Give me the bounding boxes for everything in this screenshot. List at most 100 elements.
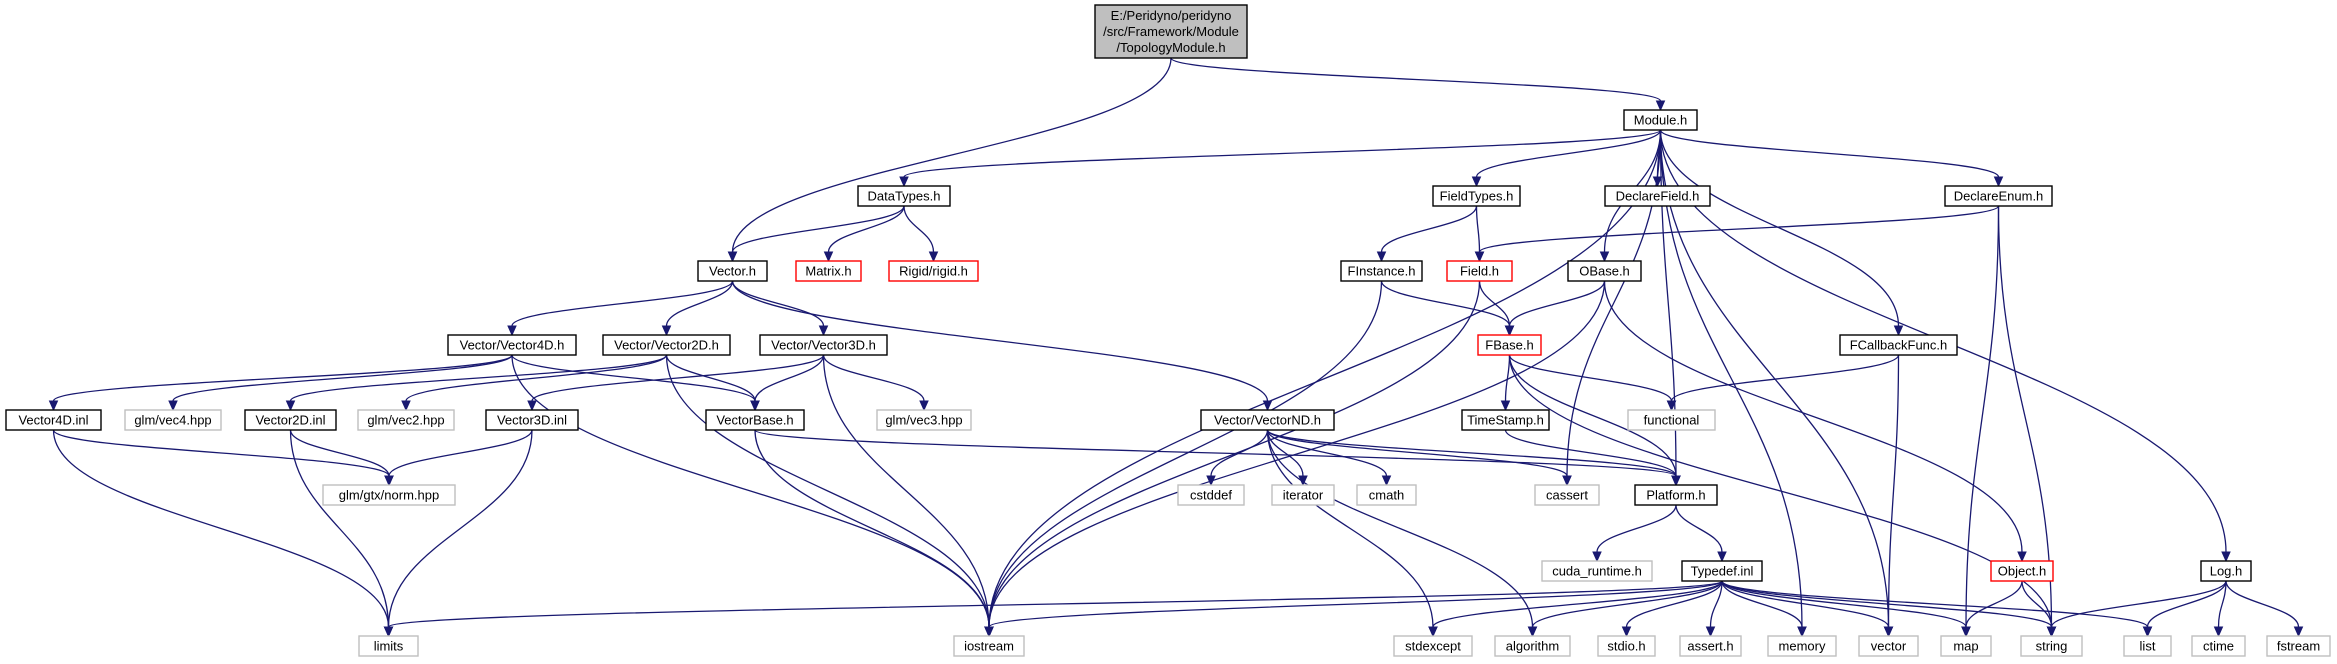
edge-line (731, 280, 825, 327)
node-box (1271, 484, 1335, 506)
node-box (2020, 635, 2083, 657)
node-vector[interactable]: Vector.h (697, 260, 768, 282)
node-box (2191, 635, 2246, 657)
edge-line (1478, 280, 1511, 327)
edge-line (52, 429, 390, 628)
node-vectornd[interactable]: Vector/VectorND.h (1200, 409, 1335, 431)
node-fcallback[interactable]: FCallbackFunc.h (1839, 334, 1958, 356)
edge-fbase-to-timestamp (1500, 354, 1511, 412)
node-label: Field.h (1460, 264, 1499, 279)
edge-line (531, 354, 825, 402)
edge-line (1508, 354, 1677, 477)
edge-typedef-to-iostream (984, 580, 1723, 638)
node-cmath: cmath (1356, 484, 1417, 506)
edge-arrowhead (527, 400, 537, 412)
edge-vector2dinl-to-glmnorm (289, 429, 394, 487)
node-vectorbase[interactable]: VectorBase.h (705, 409, 805, 431)
edge-line (822, 354, 925, 402)
edge-vector2d-to-glmvec2 (401, 354, 668, 412)
node-root[interactable]: E:/Peridyno/peridyno/src/Framework/Modul… (1094, 4, 1248, 59)
node-box (697, 260, 768, 282)
edge-arrowhead (1705, 626, 1716, 638)
edge-line (665, 354, 990, 628)
node-box (876, 409, 972, 431)
edge-vector3d-to-glmvec3 (822, 354, 929, 412)
node-vector2d[interactable]: Vector/Vector2D.h (602, 334, 731, 356)
node-label: assert.h (1687, 639, 1733, 654)
edge-line (2146, 580, 2227, 628)
node-box (1340, 260, 1423, 282)
edge-line (2217, 580, 2227, 628)
edge-line (1965, 580, 2023, 628)
node-label: Object.h (1998, 564, 2046, 579)
node-label: FBase.h (1485, 338, 1533, 353)
edge-line (2021, 580, 2053, 628)
edge-typedef-to-limits (383, 580, 1723, 638)
edge-arrowhead (899, 176, 909, 188)
node-vector2dinl[interactable]: Vector2D.inl (244, 409, 337, 431)
node-label: cuda_runtime.h (1552, 564, 1642, 579)
node-declarefield[interactable]: DeclareField.h (1604, 185, 1711, 207)
edge-vector-to-vector2d (661, 280, 734, 337)
node-label: Vector.h (709, 264, 756, 279)
edge-line (2050, 580, 2227, 628)
edge-line (754, 354, 825, 402)
node-vectorstd: vector (1858, 635, 1919, 657)
node-fbase[interactable]: FBase.h (1477, 334, 1542, 356)
edge-arrowhead (2213, 626, 2224, 638)
node-label: /TopologyModule.h (1116, 40, 1225, 55)
node-box (322, 484, 456, 506)
edge-line (1475, 129, 1662, 178)
edge-arrowhead (1893, 325, 1904, 337)
node-obase[interactable]: OBase.h (1567, 260, 1642, 282)
node-finstance[interactable]: FInstance.h (1340, 260, 1423, 282)
node-fieldtypes[interactable]: FieldTypes.h (1432, 185, 1521, 207)
edge-vector-to-vector4d (507, 280, 734, 337)
node-rigid[interactable]: Rigid/rigid.h (888, 260, 979, 282)
edge-fbase-to-functional (1508, 354, 1677, 412)
edge-vector3d-to-iostream (822, 354, 994, 638)
edge-arrowhead (1717, 551, 1727, 563)
edge-finstance-to-iostream (984, 280, 1383, 638)
edge-line (754, 429, 990, 628)
node-glmvec4: glm/vec4.hpp (124, 409, 222, 431)
edge-vector3dinl-to-limits (383, 429, 533, 638)
edge-vector3d-to-vector3dinl (527, 354, 825, 412)
node-vector4d[interactable]: Vector/Vector4D.h (447, 334, 577, 356)
node-box (244, 409, 337, 431)
node-box (1477, 334, 1542, 356)
node-object[interactable]: Object.h (1990, 560, 2054, 582)
edge-arrowhead (823, 251, 834, 263)
node-vector3dinl[interactable]: Vector3D.inl (485, 409, 579, 431)
edge-arrowhead (919, 400, 929, 412)
node-label: Vector/Vector4D.h (460, 338, 565, 353)
node-layer: E:/Peridyno/peridyno/src/Framework/Modul… (5, 4, 2331, 657)
edge-arrowhead (928, 251, 939, 263)
node-declareenum[interactable]: DeclareEnum.h (1944, 185, 2053, 207)
node-box (795, 260, 862, 282)
node-timestamp[interactable]: TimeStamp.h (1461, 409, 1550, 431)
edge-obase-to-iostream (984, 280, 1606, 638)
edge-line (1170, 57, 1662, 102)
edge-obase-to-object (1603, 280, 2027, 563)
node-vector3d[interactable]: Vector/Vector3D.h (759, 334, 888, 356)
node-log[interactable]: Log.h (2200, 560, 2252, 582)
edge-arrowhead (1500, 400, 1511, 412)
edge-arrowhead (1474, 251, 1485, 263)
node-matrix[interactable]: Matrix.h (795, 260, 862, 282)
edge-line (511, 354, 756, 402)
node-platform[interactable]: Platform.h (1634, 484, 1718, 506)
node-label: Vector4D.inl (18, 413, 88, 428)
edge-line (1721, 580, 2053, 628)
edge-arrowhead (48, 400, 59, 412)
node-typedef[interactable]: Typedef.inl (1681, 560, 1763, 582)
node-cassert: cassert (1534, 484, 1600, 506)
node-field[interactable]: Field.h (1446, 260, 1513, 282)
node-box (1094, 4, 1248, 59)
edge-line (731, 280, 1269, 402)
node-module[interactable]: Module.h (1623, 109, 1698, 131)
node-label: cassert (1546, 488, 1588, 503)
node-box (857, 185, 951, 207)
node-vector4dinl[interactable]: Vector4D.inl (5, 409, 102, 431)
node-datatypes[interactable]: DataTypes.h (857, 185, 951, 207)
